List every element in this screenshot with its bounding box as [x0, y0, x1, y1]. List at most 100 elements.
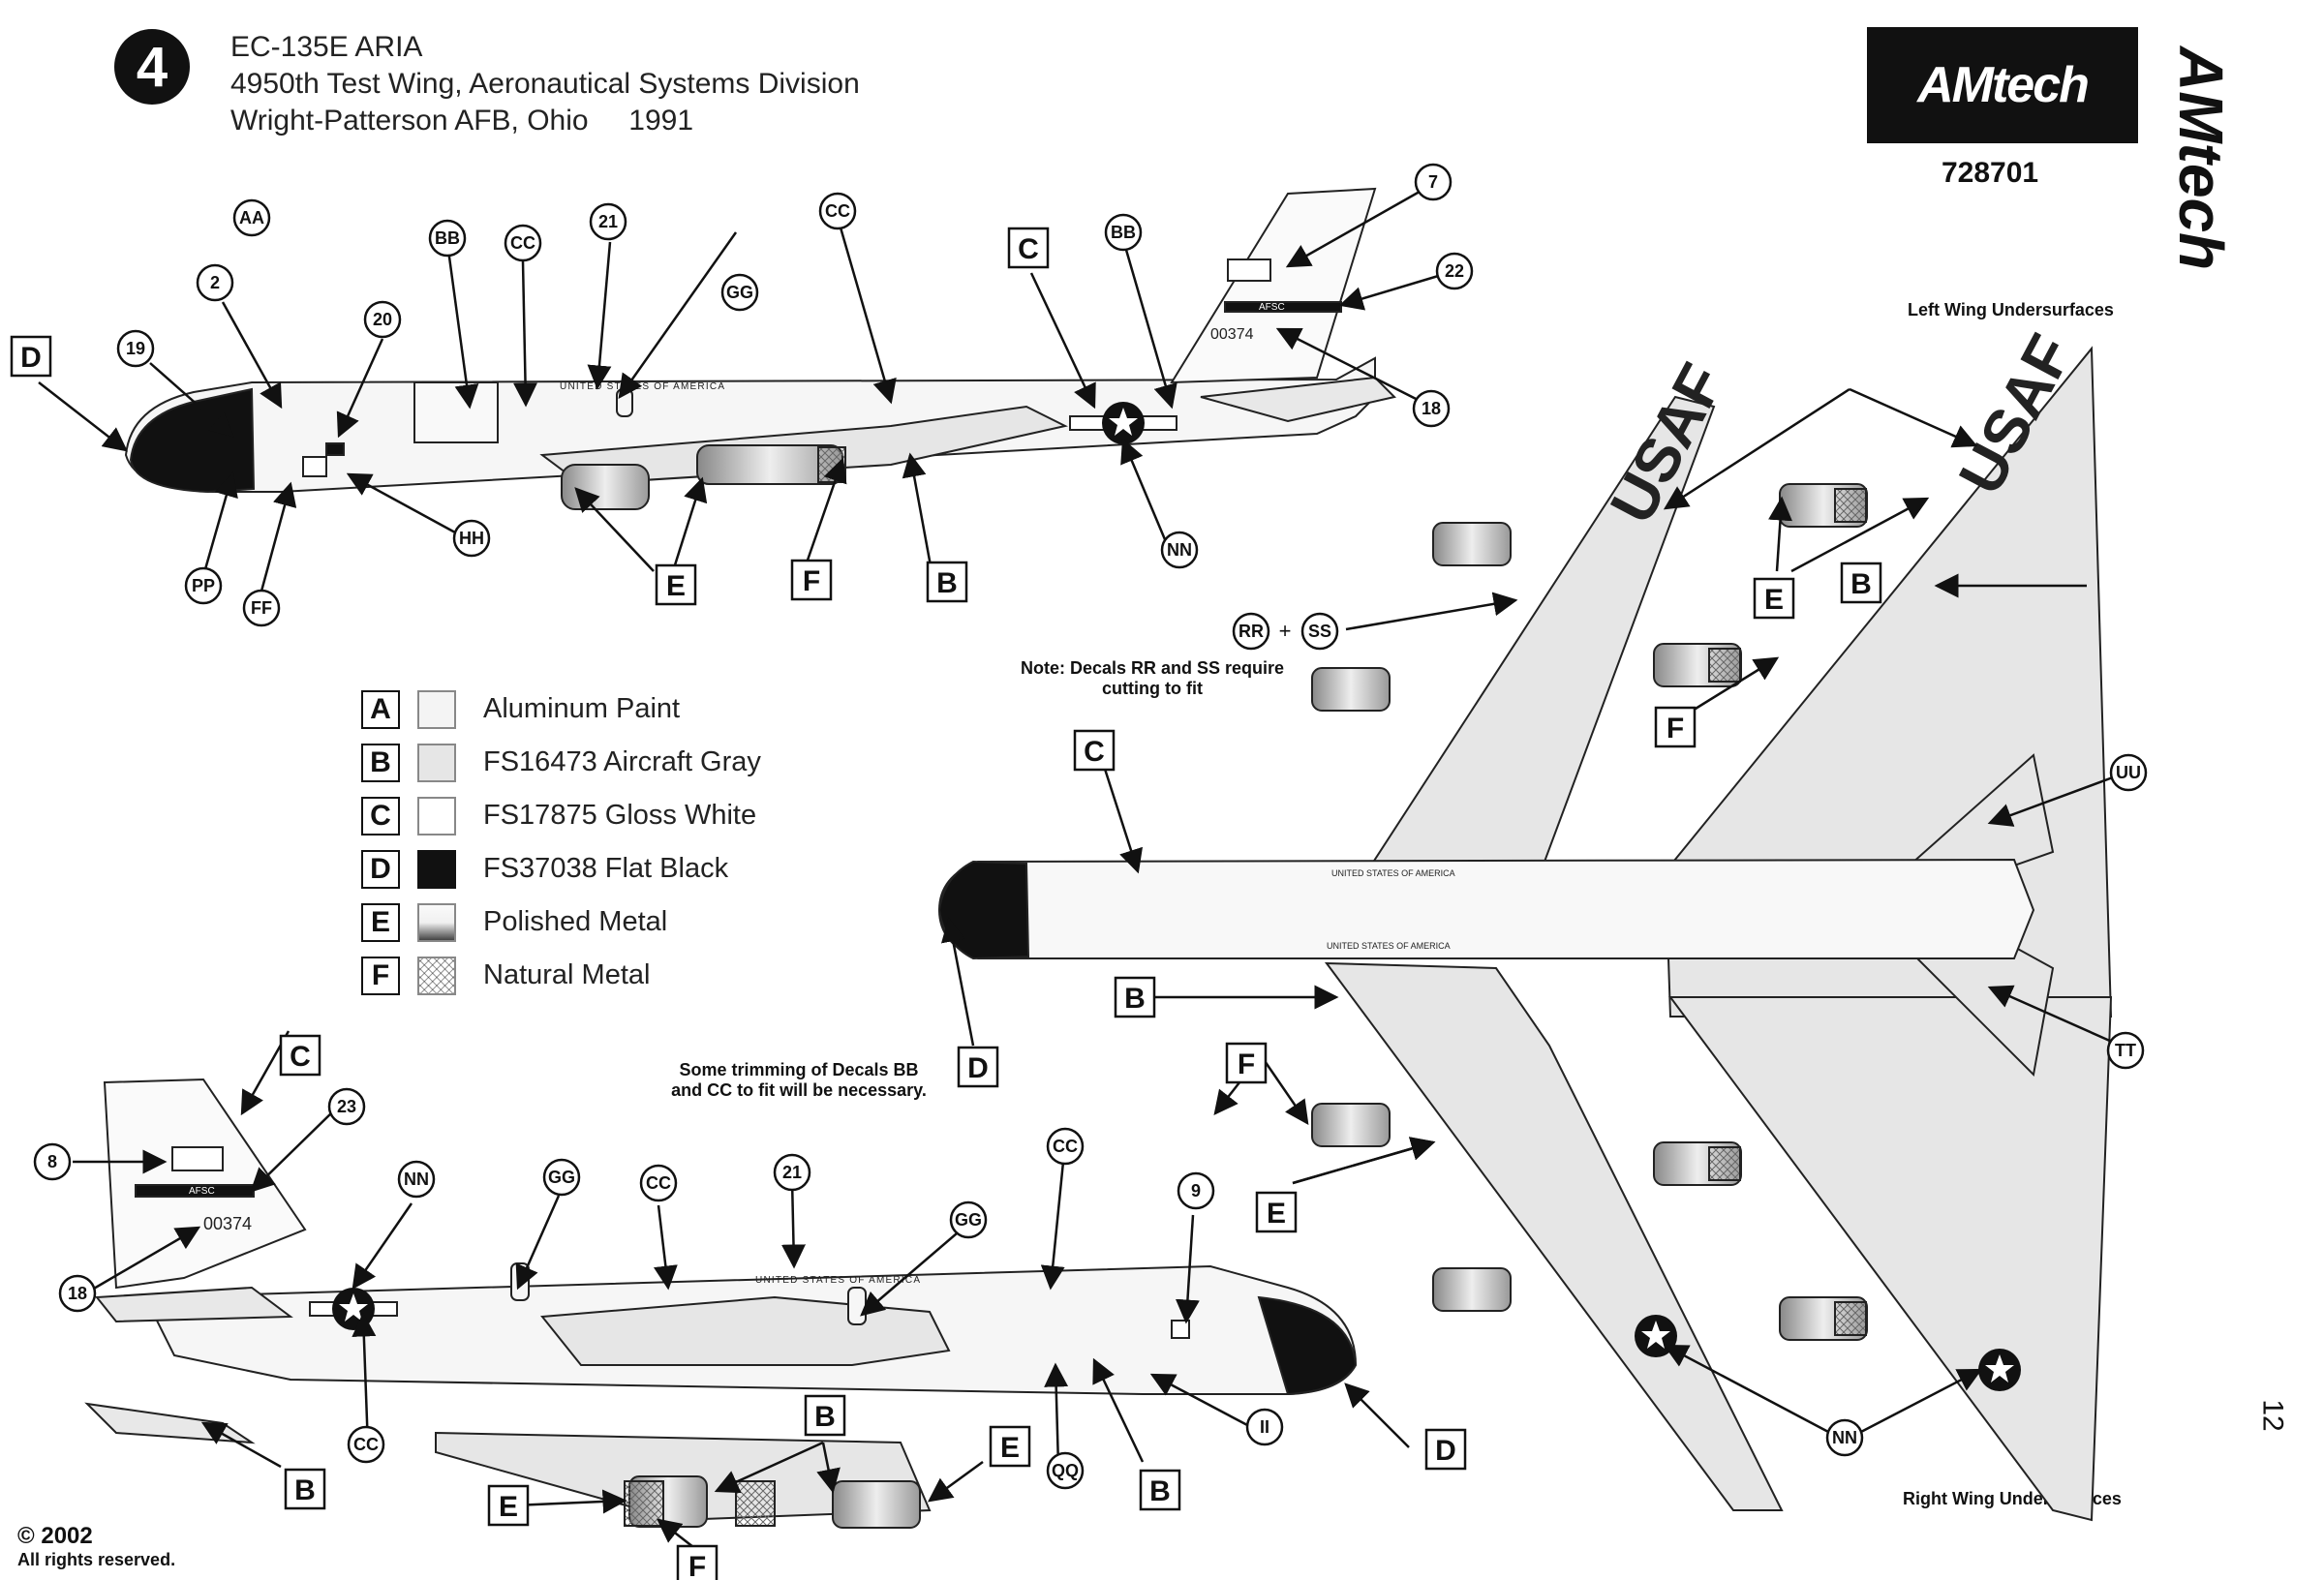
plus-sign: + — [1279, 619, 1292, 643]
circle-callout-labels: AA 2 19 20 BB CC 21 GG CC BB 7 22 18 HH … — [47, 172, 2141, 1480]
box-callout-b: B — [1149, 1475, 1171, 1507]
roundel-right-wing-a — [1635, 1315, 1677, 1357]
callout-cc: CC — [825, 201, 850, 221]
serial-decal-top: 00374 — [1210, 326, 1254, 343]
callout-gg: GG — [726, 283, 753, 302]
kit-number: 728701 — [1942, 157, 2039, 189]
legend-letter: B — [361, 743, 400, 782]
callout-18: 18 — [1422, 399, 1441, 418]
right-profile-aircraft — [84, 1078, 1358, 1529]
left-wing-caption: Left Wing Undersurfaces — [1908, 300, 2114, 319]
legend-row: A Aluminum Paint — [361, 683, 761, 736]
box-callout-d: D — [20, 342, 42, 374]
legend-swatch-aluminum — [417, 689, 456, 729]
legend-label: FS17875 Gloss White — [483, 800, 757, 831]
rights-reserved: All rights reserved. — [17, 1550, 176, 1569]
callout-hh: HH — [459, 529, 484, 548]
legend-swatch-gray — [417, 743, 456, 782]
unit-line: 4950th Test Wing, Aeronautical Systems D… — [230, 68, 860, 100]
callout-bb: BB — [435, 228, 460, 248]
box-callout-labels: D E F B C B E F C D B F E C B E F B E B … — [20, 233, 1872, 1580]
callout-9: 9 — [1191, 1181, 1201, 1200]
profile-number-badge: 4 — [114, 29, 190, 105]
box-callout-e: E — [1764, 584, 1784, 616]
paint-legend: A Aluminum Paint B FS16473 Aircraft Gray… — [361, 683, 761, 1002]
left-profile-aircraft — [124, 187, 1396, 510]
callout-cc: CC — [646, 1173, 671, 1193]
callout-ff: FF — [251, 598, 272, 618]
brand-logo-text: AMtech — [1917, 57, 2090, 113]
legend-swatch-white — [417, 796, 456, 836]
callout-pp: PP — [192, 576, 215, 595]
legend-row: F Natural Metal — [361, 949, 761, 1002]
box-callout-c: C — [290, 1041, 311, 1073]
afsc-decal-top: AFSC — [1259, 302, 1285, 313]
callout-20: 20 — [373, 310, 392, 329]
legend-letter: A — [361, 689, 400, 729]
callout-bb: BB — [1111, 223, 1136, 242]
callout-aa: AA — [239, 208, 264, 228]
box-callout-b: B — [1850, 568, 1872, 600]
base-line: Wright-Patterson AFB, Ohio 1991 — [230, 105, 694, 137]
brand-logo: AMtech — [1867, 27, 2138, 143]
box-callout-d: D — [1435, 1435, 1456, 1467]
box-callout-e: E — [1267, 1198, 1286, 1230]
copyright-year: © 2002 — [17, 1523, 93, 1549]
leader-lines — [38, 182, 2122, 1555]
serial-decal-bottom: 00374 — [203, 1214, 252, 1233]
circle-callouts — [33, 163, 2148, 1490]
usa-decal-plan-top: UNITED STATES OF AMERICA — [1331, 868, 1455, 878]
roundel-right-wing-b — [1978, 1349, 2021, 1391]
legend-row: B FS16473 Aircraft Gray — [361, 736, 761, 789]
legend-letter: E — [361, 902, 400, 942]
box-callout-f: F — [803, 565, 820, 597]
legend-letter: C — [361, 796, 400, 836]
usa-decal-plan-bottom: UNITED STATES OF AMERICA — [1327, 941, 1451, 951]
aircraft-title: EC-135E ARIA — [230, 31, 423, 63]
note-trim: Some trimming of Decals BB and CC to fit… — [639, 1060, 959, 1101]
box-callout-b: B — [294, 1474, 316, 1506]
legend-swatch-natural — [417, 956, 456, 995]
note-trim-line2: and CC to fit will be necessary. — [671, 1080, 927, 1100]
box-callout-f: F — [1238, 1048, 1255, 1080]
legend-row: D FS37038 Flat Black — [361, 842, 761, 896]
callout-2: 2 — [210, 273, 220, 292]
callout-rr: RR — [1238, 622, 1264, 641]
profile-number: 4 — [136, 35, 168, 99]
box-callouts — [10, 227, 1882, 1580]
box-callout-e: E — [666, 570, 686, 602]
box-callout-b: B — [814, 1401, 836, 1433]
callout-uu: UU — [2116, 763, 2141, 782]
callout-cc: CC — [510, 233, 535, 253]
callout-gg: GG — [548, 1168, 575, 1187]
page-number: 12 — [2256, 1399, 2289, 1432]
box-callout-f: F — [1667, 713, 1684, 744]
header-block: EC-135E ARIA 4950th Test Wing, Aeronauti… — [230, 29, 860, 139]
usa-decal-bottom: UNITED STATES OF AMERICA — [755, 1275, 920, 1286]
callout-18: 18 — [68, 1284, 87, 1303]
box-callout-e: E — [1000, 1432, 1020, 1464]
callout-21: 21 — [598, 212, 618, 231]
callout-cc: CC — [1053, 1137, 1078, 1156]
box-callout-f: F — [688, 1551, 706, 1580]
legend-row: E Polished Metal — [361, 896, 761, 949]
usa-decal-top: UNITED STATES OF AMERICA — [560, 381, 724, 392]
legend-row: C FS17875 Gloss White — [361, 789, 761, 842]
note-trim-line1: Some trimming of Decals BB — [679, 1060, 919, 1079]
copyright: © 2002 All rights reserved. — [17, 1523, 175, 1570]
callout-23: 23 — [337, 1097, 356, 1116]
box-callout-e: E — [499, 1491, 518, 1523]
callout-qq: QQ — [1052, 1461, 1079, 1480]
callout-7: 7 — [1428, 172, 1438, 192]
callout-8: 8 — [47, 1152, 57, 1171]
box-callout-c: C — [1018, 233, 1039, 265]
callout-gg: GG — [955, 1210, 982, 1230]
callout-ii: II — [1260, 1417, 1269, 1437]
callout-nn: NN — [404, 1170, 429, 1189]
callout-19: 19 — [126, 339, 145, 358]
callout-21: 21 — [782, 1163, 802, 1182]
note-rr-ss-line2: cutting to fit — [1102, 679, 1203, 698]
callout-cc: CC — [353, 1435, 379, 1454]
legend-letter: D — [361, 849, 400, 889]
